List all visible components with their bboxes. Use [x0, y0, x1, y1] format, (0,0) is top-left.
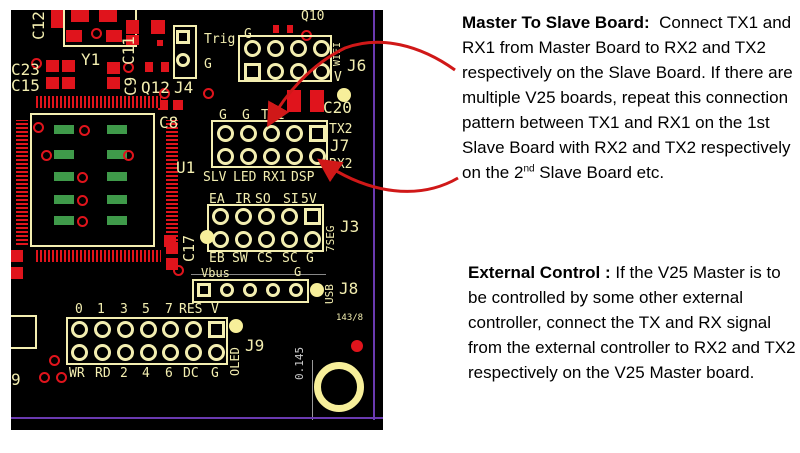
label-j9-wr: WR [69, 366, 85, 381]
label-j3-so: SO [255, 192, 271, 207]
label-j7-tx2: TX2 [329, 122, 353, 137]
master-to-slave-note: Master To Slave Board: Connect TX1 and R… [462, 10, 797, 185]
label-j3-ir: IR [235, 192, 251, 207]
label-j9-7: 7 [165, 302, 173, 317]
label-j9-dc: DC [183, 366, 199, 381]
label-j7-rx1: RX1 [263, 170, 287, 185]
label-q12: Q12 [141, 78, 170, 97]
arrow-to-tx1 [267, 40, 456, 128]
label-j9-g: G [211, 366, 219, 381]
label-j3-eb: EB [209, 251, 225, 266]
external-control-note: External Control : If the V25 Master is … [468, 260, 798, 385]
label-j9: J9 [245, 336, 265, 355]
label-y1: Y1 [81, 50, 101, 69]
label-j9-3: 3 [120, 302, 128, 317]
label-j3-g: G [306, 251, 314, 266]
arrow-to-rx2 [317, 158, 459, 193]
label-j3-sw: SW [232, 251, 248, 266]
label-j6: J6 [347, 56, 367, 75]
label-c23: C23 [11, 60, 40, 79]
label-c8: C8 [159, 113, 179, 132]
master-body: Connect TX1 and RX1 from Master Board to… [462, 13, 793, 182]
label-u1: U1 [176, 158, 196, 177]
label-j9-v: V [211, 302, 219, 317]
label-c15: C15 [11, 76, 40, 95]
label-j6-v: V [334, 70, 342, 85]
master-sup: nd [523, 163, 535, 175]
label-trig: Trig [204, 32, 236, 47]
label-9: 9 [11, 370, 21, 389]
label-j7-dsp: DSP [291, 170, 315, 185]
ext-body: If the V25 Master is to be controlled by… [468, 263, 796, 382]
ext-title: External Control : [468, 263, 611, 282]
label-j3-si: SI [283, 192, 299, 207]
label-j7-g1: G [219, 108, 227, 123]
label-hole-size: 143/8 [336, 313, 364, 323]
label-j9-6: 6 [165, 366, 173, 381]
label-j7: J7 [330, 136, 350, 155]
label-j3: J3 [340, 217, 360, 236]
label-j9-0: 0 [75, 302, 83, 317]
label-j7-led: LED [233, 170, 257, 185]
label-j9-rd: RD [95, 366, 111, 381]
label-j4-g: G [204, 57, 212, 72]
label-j3-5v: 5V [301, 192, 317, 207]
label-j9-4: 4 [142, 366, 150, 381]
label-j7-g2: G [242, 108, 250, 123]
label-vbus: Vbus [201, 266, 230, 280]
master-title: Master To Slave Board: [462, 13, 650, 32]
label-j3-cs: CS [257, 251, 273, 266]
label-j3-sc: SC [282, 251, 298, 266]
pcb-layout-image: C12 Y1 C11 C23 C15 C9 Q12 J4 Trig G Q10 … [11, 10, 383, 430]
master-body-end: Slave Board etc. [534, 163, 665, 182]
label-c20: C20 [323, 98, 352, 117]
label-j6-g: G [244, 27, 252, 42]
label-j9-res: RES [179, 302, 203, 317]
label-j3-ea: EA [209, 192, 225, 207]
label-j8: J8 [339, 279, 359, 298]
label-j9-2: 2 [120, 366, 128, 381]
label-q10: Q10 [301, 10, 325, 24]
label-j4: J4 [174, 78, 194, 97]
label-j8-g: G [294, 265, 302, 279]
label-j7-slv: SLV [203, 170, 227, 185]
label-j9-5: 5 [142, 302, 150, 317]
label-j9-1: 1 [97, 302, 105, 317]
